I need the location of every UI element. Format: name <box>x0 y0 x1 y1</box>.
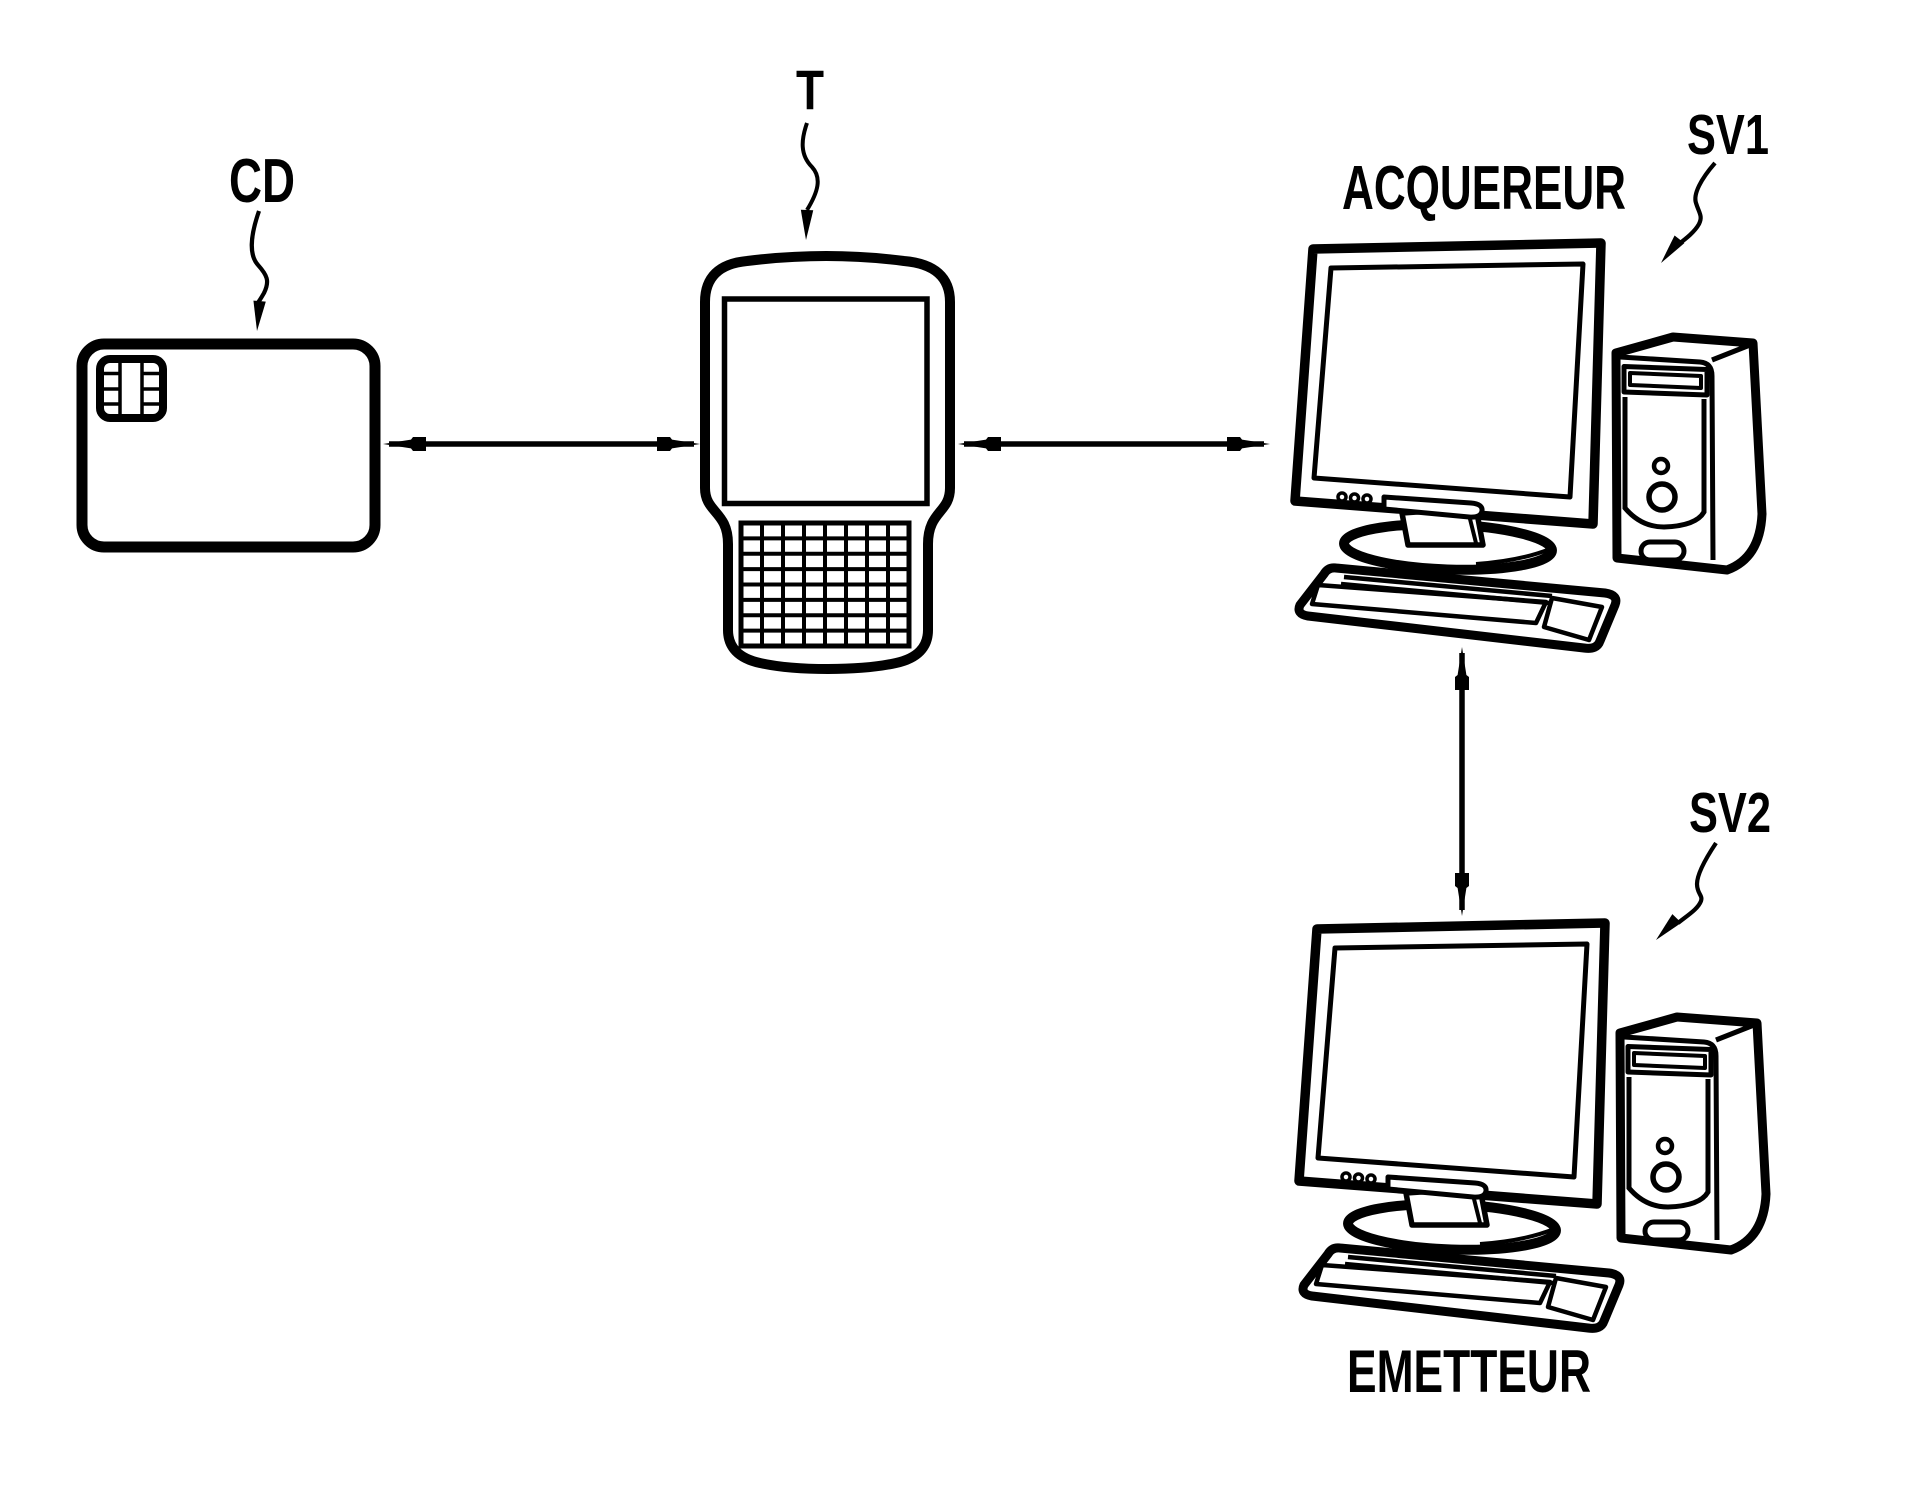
arrow-terminal-sv1-head-right <box>1227 437 1270 451</box>
computer-sv1 <box>1295 243 1762 648</box>
leader-sv2-arrowhead <box>1651 914 1682 945</box>
card-chip <box>96 355 167 422</box>
computer-sv2 <box>1299 923 1766 1328</box>
arrow-terminal-sv1-head-left <box>958 437 1001 451</box>
leader-t-curve <box>800 122 820 212</box>
computer-sv2-art <box>1299 923 1766 1328</box>
arrow-card-terminal-head-left <box>383 437 426 451</box>
arrow-card-terminal-head-right <box>657 437 700 451</box>
leader-sv1-arrowhead <box>1656 235 1685 267</box>
leader-sv1-curve <box>1673 161 1717 249</box>
label-card: CD <box>229 147 295 216</box>
label-terminal: T <box>796 58 824 121</box>
payment-terminal <box>700 251 955 674</box>
leader-cd-curve <box>249 210 270 306</box>
arrow-sv1-sv2 <box>1455 647 1469 916</box>
terminal-keypad <box>738 520 912 649</box>
arrow-sv1-sv2-head-bottom <box>1455 873 1469 916</box>
leader-sv2-curve <box>1676 841 1718 925</box>
leader-sv2 <box>1651 841 1718 945</box>
leader-t <box>799 122 820 241</box>
arrow-card-terminal <box>383 437 700 451</box>
label-server2-caption: EMETTEUR <box>1347 1338 1591 1405</box>
arrow-terminal-sv1 <box>958 437 1270 451</box>
computer-sv1-art <box>1295 243 1762 648</box>
leader-sv1 <box>1656 161 1717 267</box>
label-server2: SV2 <box>1689 781 1771 845</box>
terminal-screen <box>721 296 930 507</box>
keypad-grid-lines <box>741 523 909 646</box>
leader-cd-arrowhead <box>250 300 266 332</box>
chip-contact-grid <box>100 360 163 417</box>
arrow-sv1-sv2-head-top <box>1455 647 1469 690</box>
label-server1-caption: ACQUEREUR <box>1342 154 1626 223</box>
smart-card <box>76 338 381 553</box>
leader-cd <box>249 210 270 332</box>
label-server1: SV1 <box>1687 103 1769 167</box>
leader-t-arrowhead <box>799 209 814 241</box>
